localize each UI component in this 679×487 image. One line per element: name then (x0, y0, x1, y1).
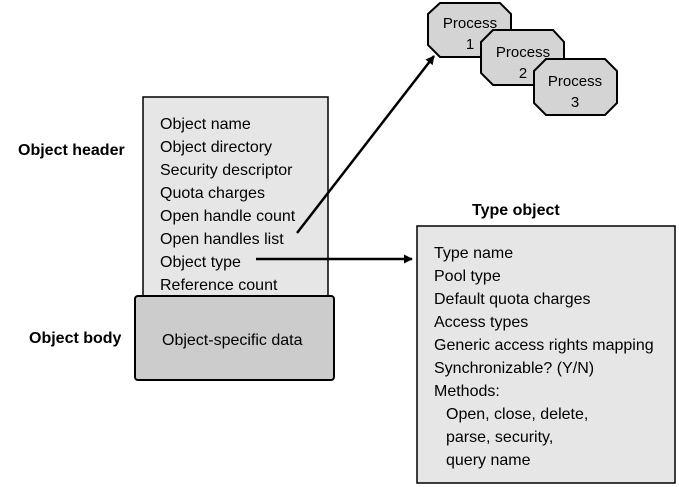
header-field: Object directory (160, 139, 272, 156)
open-handles-arrow (296, 55, 435, 234)
header-field: Open handle count (160, 208, 296, 225)
header-field: Object type (160, 254, 241, 271)
type-object-title: Type object (472, 202, 560, 219)
type-field: Access types (434, 314, 528, 331)
object-body-box (134, 295, 335, 381)
header-field: Object name (160, 116, 251, 133)
type-object-box (416, 225, 676, 484)
object-header-fields: Object name Object directory Security de… (160, 116, 296, 294)
header-field: Open handles list (160, 231, 284, 248)
type-method: parse, security, (446, 429, 553, 446)
object-header-box (142, 96, 329, 303)
object-header-label: Object header (18, 142, 125, 159)
object-body-label: Object body (29, 330, 122, 347)
type-field: Synchronizable? (Y/N) (434, 360, 594, 377)
type-field: Default quota charges (434, 291, 591, 308)
process-number: 3 (571, 94, 579, 111)
object-body-content: Object-specific data (162, 332, 303, 349)
header-field: Quota charges (160, 185, 265, 202)
type-field: Methods: (434, 383, 500, 400)
process-label: Process (443, 15, 497, 32)
process-number: 2 (519, 65, 527, 82)
type-field: Generic access rights mapping (434, 337, 654, 354)
process-label: Process (548, 73, 602, 90)
process-node: Process 3 (533, 58, 618, 116)
type-method: Open, close, delete, (446, 406, 588, 423)
type-method: query name (446, 452, 531, 469)
process-label: Process (496, 44, 550, 61)
header-field: Security descriptor (160, 162, 293, 179)
process-shape (533, 58, 618, 116)
type-object-fields: Type name Pool type Default quota charge… (434, 245, 654, 469)
type-field: Pool type (434, 268, 501, 285)
header-field: Reference count (160, 277, 278, 294)
process-number: 1 (466, 36, 474, 53)
type-field: Type name (434, 245, 513, 262)
